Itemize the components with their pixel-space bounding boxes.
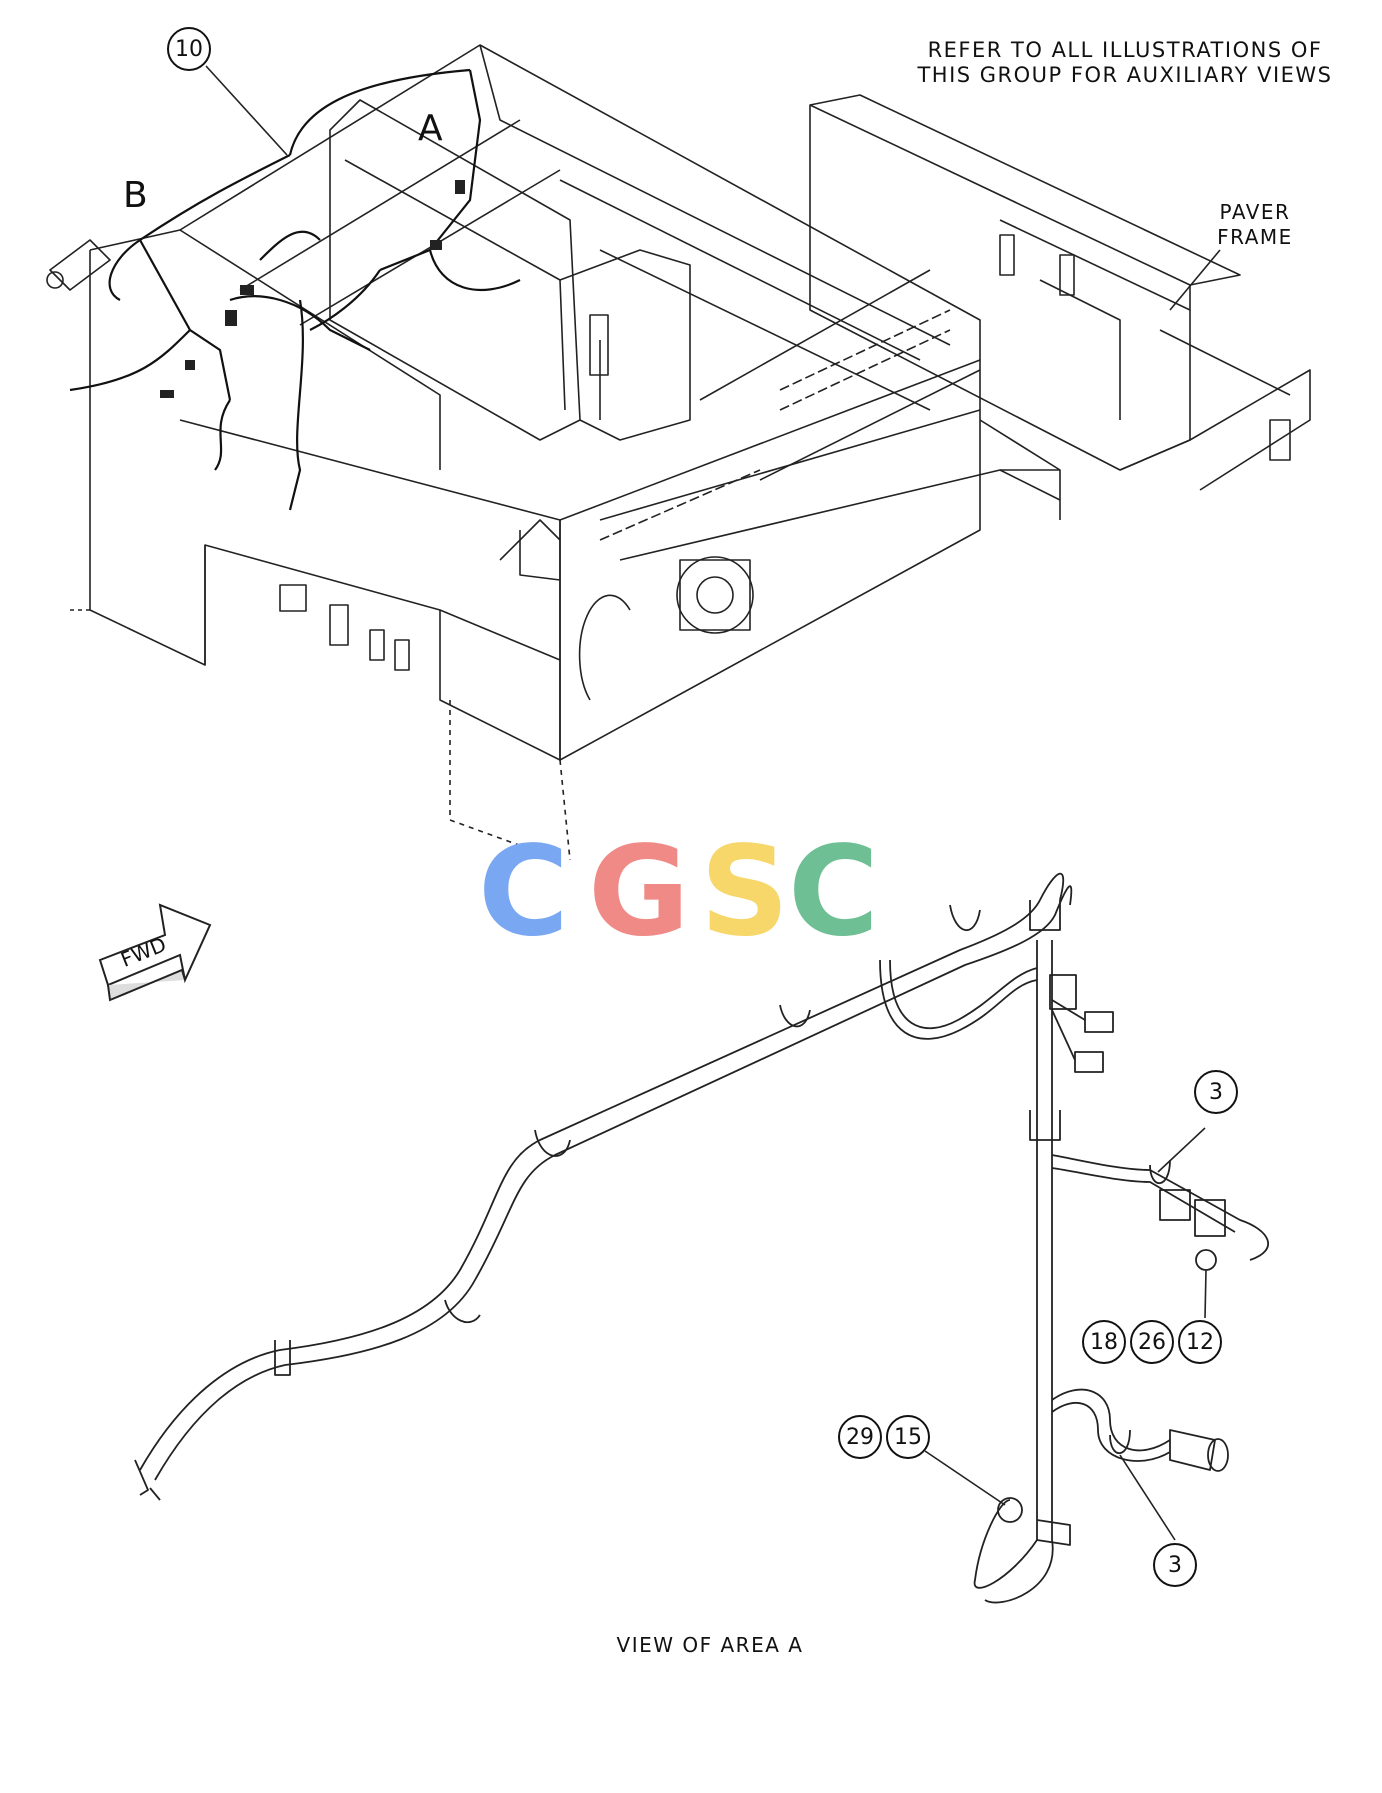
callout-29[interactable]: 29: [838, 1415, 882, 1459]
paver-frame-label-line-1: PAVER: [1219, 200, 1291, 224]
callout-12[interactable]: 12: [1178, 1320, 1222, 1364]
fwd-arrow-icon: [98, 903, 212, 1002]
paver-frame-drawing: [46, 44, 1311, 861]
callout-18[interactable]: 18: [1082, 1320, 1126, 1364]
leader-29-15: [924, 1450, 1006, 1506]
area-label-b: B: [123, 175, 148, 216]
paver-frame-label: PAVER FRAME: [1200, 200, 1310, 250]
callout-3-lower[interactable]: 3: [1153, 1543, 1197, 1587]
leader-paver-frame: [1169, 249, 1221, 311]
watermark-letter-s: S: [700, 820, 790, 964]
callout-10[interactable]: 10: [167, 27, 211, 71]
watermark-letter-c1: C: [478, 820, 570, 964]
callout-3-upper[interactable]: 3: [1194, 1070, 1238, 1114]
callout-15[interactable]: 15: [886, 1415, 930, 1459]
leader-3-upper: [1157, 1127, 1206, 1173]
header-note: REFER TO ALL ILLUSTRATIONS OF THIS GROUP…: [905, 38, 1345, 88]
header-note-line-1: REFER TO ALL ILLUSTRATIONS OF: [927, 38, 1323, 62]
area-label-a: A: [418, 108, 443, 149]
callout-26[interactable]: 26: [1130, 1320, 1174, 1364]
watermark-letter-c2: C: [788, 820, 880, 964]
leader-3-lower: [1119, 1454, 1176, 1541]
view-caption: VIEW OF AREA A: [616, 1633, 804, 1657]
watermark-letter-g: G: [588, 820, 690, 964]
wiring-harness-drawing: [69, 68, 521, 511]
leader-hw: [1204, 1269, 1207, 1319]
paver-frame-label-line-2: FRAME: [1217, 225, 1293, 249]
header-note-line-2: THIS GROUP FOR AUXILIARY VIEWS: [917, 63, 1333, 87]
area-a-detail-drawing: [134, 872, 1269, 1604]
leader-10: [205, 65, 288, 156]
